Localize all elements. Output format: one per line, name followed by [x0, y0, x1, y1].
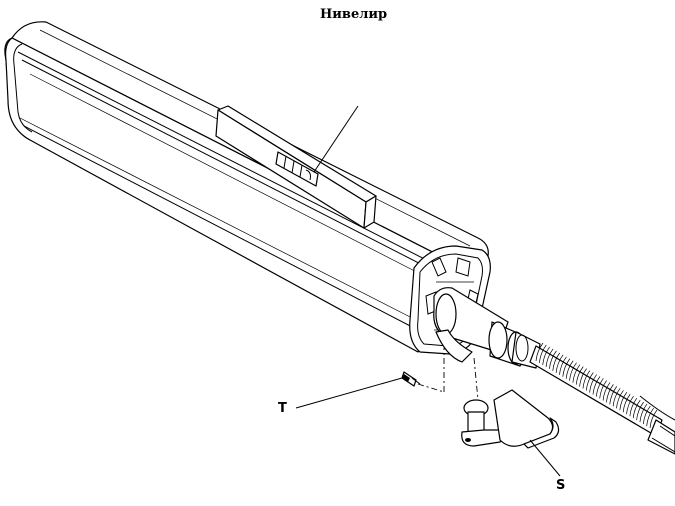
cable-gland [433, 287, 541, 369]
leader-line-s [529, 439, 561, 477]
cable-edge [639, 395, 675, 421]
threaded-rod [529, 342, 675, 455]
leader-line-t [295, 377, 403, 409]
diagram-title: Нивелир [320, 7, 388, 22]
plate-s [493, 389, 560, 449]
rod-threads [535, 342, 658, 429]
leader-line-level [313, 105, 359, 173]
screw-t [401, 348, 445, 393]
spirit-level-vial [215, 105, 377, 229]
label-screw-t: T [278, 401, 287, 416]
label-plate-s: S [556, 478, 566, 493]
mounting-pin [461, 357, 506, 447]
